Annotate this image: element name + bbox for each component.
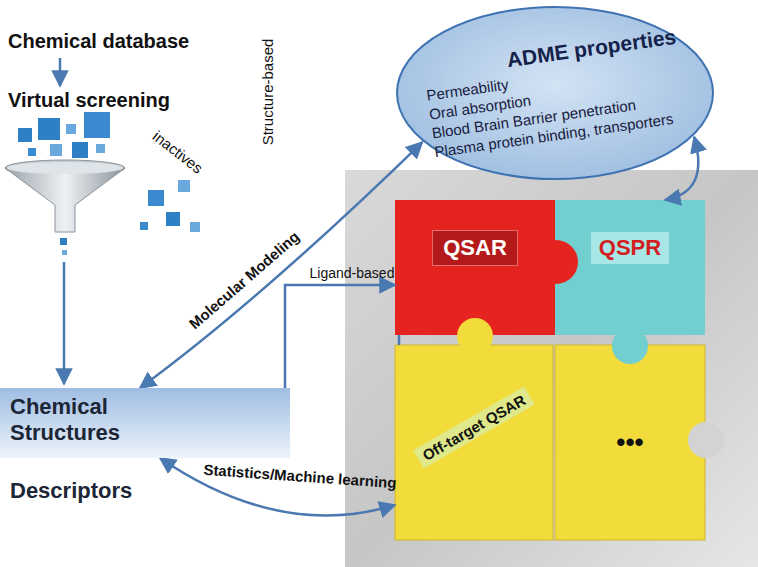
puzzle-socket xyxy=(688,422,724,458)
more-puzzle-piece: ••• xyxy=(555,345,705,540)
flow-arrow xyxy=(59,58,62,86)
descriptors-label: Descriptors xyxy=(10,478,132,504)
node-text: ••• xyxy=(616,427,643,458)
offtarget-puzzle-piece: Off-target QSAR xyxy=(395,345,553,540)
cyan-puzzle-knob xyxy=(612,328,648,364)
method-label: Structure-based xyxy=(259,39,276,146)
node-text: QSPR xyxy=(591,232,669,264)
qsar-puzzle-piece: QSAR xyxy=(395,200,555,335)
cyan-puzzle-piece xyxy=(555,200,705,335)
node-text: QSAR xyxy=(432,230,518,266)
structures-box: Chemical Structures xyxy=(0,388,290,458)
red-puzzle-piece xyxy=(395,200,555,335)
yellow-puzzle-piece xyxy=(395,345,553,540)
connector xyxy=(140,142,422,388)
funnel-illustration xyxy=(5,112,125,255)
qspr-puzzle-piece: QSPR xyxy=(555,200,705,335)
flow-arrow xyxy=(63,262,66,384)
ellipse-shape xyxy=(397,7,713,179)
connector xyxy=(285,285,395,388)
inactives-label: inactives xyxy=(150,127,206,176)
connector-label: Ligand-based xyxy=(310,265,395,281)
node-text: Off-target QSAR xyxy=(413,386,534,468)
text-block: ADME propertiesPermeabilityOral absorpti… xyxy=(422,25,689,161)
step-label: Chemical database xyxy=(8,30,189,53)
yellow-puzzle-piece xyxy=(555,345,705,540)
node-text: Chemical Structures xyxy=(10,394,160,446)
ellipse-content: ADME propertiesPermeabilityOral absorpti… xyxy=(384,0,725,202)
inactive-squares xyxy=(140,180,200,232)
grey-panel xyxy=(345,170,758,567)
red-puzzle-knob xyxy=(534,240,578,284)
connector xyxy=(398,335,401,345)
adme-ellipse: ADME propertiesPermeabilityOral absorpti… xyxy=(395,5,715,181)
step-label: Virtual screening xyxy=(8,89,170,112)
yellow-puzzle-knob xyxy=(457,318,493,354)
ellipse-title: ADME properties xyxy=(505,25,677,72)
